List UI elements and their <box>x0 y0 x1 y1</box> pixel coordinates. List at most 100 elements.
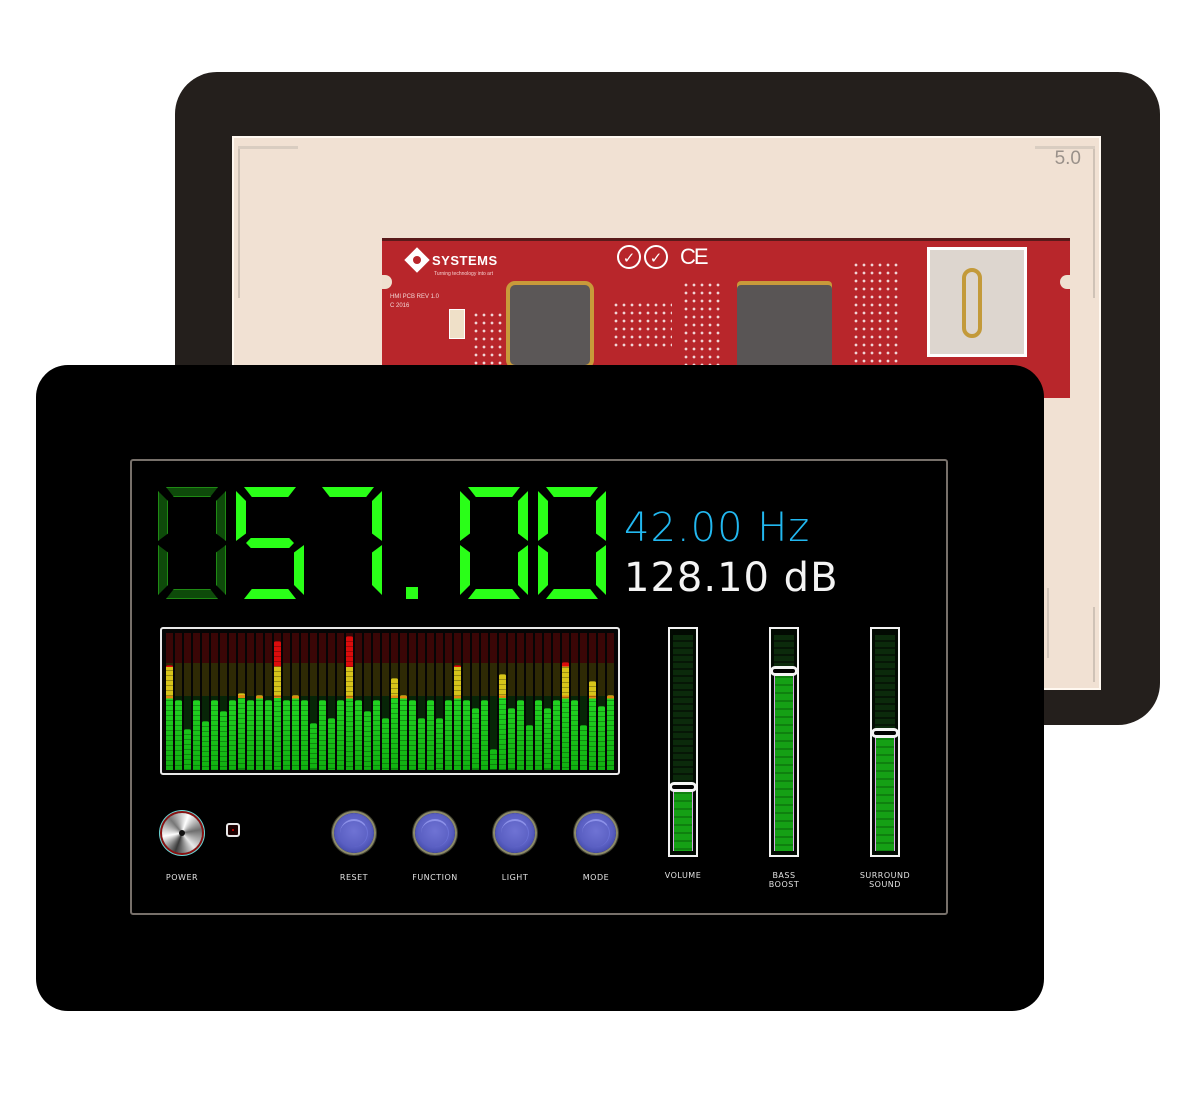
seven-segment-counter <box>158 479 616 599</box>
reset-label: RESET <box>339 873 369 882</box>
spectrum-bar <box>571 633 578 770</box>
spectrum-bar <box>535 633 542 770</box>
spectrum-bar-level <box>517 700 524 770</box>
spectrum-bar-level <box>436 717 443 770</box>
spectrum-bar-level <box>409 700 416 770</box>
brand-diamond-icon <box>404 247 430 273</box>
slider-thumb[interactable] <box>871 728 899 738</box>
spectrum-bar-level <box>571 700 578 770</box>
spectrum-bar <box>445 633 452 770</box>
spectrum-bar <box>355 633 362 770</box>
housing-clip <box>238 148 246 298</box>
mode-button[interactable] <box>576 813 616 853</box>
spectrum-bar-level <box>175 700 182 770</box>
spectrum-bar <box>436 633 443 770</box>
certification-marks: ✓ ✓ <box>617 245 668 269</box>
spectrum-bar-level <box>472 708 479 770</box>
spectrum-bar <box>400 633 407 770</box>
version-label: 5.0 <box>1054 148 1081 169</box>
spectrum-bar-level <box>247 700 254 770</box>
counter-digit <box>314 487 382 599</box>
housing-clip <box>1035 146 1095 149</box>
housing-clip <box>1089 607 1095 682</box>
spectrum-bar <box>193 633 200 770</box>
smd-pads <box>612 301 672 351</box>
spectrum-bar <box>184 633 191 770</box>
check-cert-icon: ✓ <box>617 245 641 269</box>
power-label: POWER <box>165 873 199 882</box>
spectrum-bar <box>373 633 380 770</box>
decimal-point <box>406 587 418 599</box>
counter-digit <box>236 487 304 599</box>
reset-button[interactable] <box>334 813 374 853</box>
spectrum-bar-level <box>337 700 344 770</box>
spectrum-bar <box>589 633 596 770</box>
spectrum-bar-level <box>400 694 407 770</box>
spectrum-bar-level <box>355 700 362 770</box>
surround-sound-slider[interactable] <box>870 627 900 857</box>
spectrum-bar-level <box>544 708 551 770</box>
spectrum-bar-level <box>607 694 614 770</box>
brand-logo: SYSTEMS <box>404 247 498 273</box>
spectrum-bar-level <box>229 700 236 770</box>
slider-fill <box>673 786 693 851</box>
spectrum-bar <box>292 633 299 770</box>
spectrum-bar-level <box>454 664 461 770</box>
spectrum-bar <box>580 633 587 770</box>
spectrum-bar-level <box>265 700 272 770</box>
spectrum-bar <box>202 633 209 770</box>
brand-name: SYSTEMS <box>432 252 498 268</box>
spectrum-bar-level <box>499 674 506 770</box>
spectrum-bar <box>526 633 533 770</box>
spectrum-bar <box>274 633 281 770</box>
light-button[interactable] <box>495 813 535 853</box>
bass-boost-slider[interactable] <box>769 627 799 857</box>
spectrum-bar <box>337 633 344 770</box>
spectrum-bar-level <box>427 700 434 770</box>
spectrum-bar-level <box>580 724 587 770</box>
spectrum-bar <box>463 633 470 770</box>
smd-pads <box>852 261 902 371</box>
spectrum-bar <box>328 633 335 770</box>
spectrum-bar-level <box>166 664 173 770</box>
spectrum-bar <box>490 633 497 770</box>
spectrum-bar <box>472 633 479 770</box>
spectrum-bar-level <box>193 700 200 770</box>
spectrum-bar-level <box>283 700 290 770</box>
spectrum-bar <box>409 633 416 770</box>
spectrum-bar <box>427 633 434 770</box>
spectrum-bar-level <box>589 680 596 770</box>
spectrum-bar-level <box>256 694 263 770</box>
frequency-readout: 42.00 Hz <box>624 505 811 551</box>
connector <box>449 309 465 339</box>
volume-slider[interactable] <box>668 627 698 857</box>
spectrum-bar-level <box>211 700 218 770</box>
sd-card-slot <box>927 247 1027 357</box>
spectrum-bar <box>166 633 173 770</box>
spectrum-bar-level <box>445 700 452 770</box>
spectrum-bar-level <box>202 720 209 770</box>
spectrum-bar <box>319 633 326 770</box>
spectrum-bar <box>283 633 290 770</box>
device-front: 42.00 Hz 128.10 dB VOLUME BASS BOOST <box>36 365 1044 1011</box>
level-readout: 128.10 dB <box>624 555 839 601</box>
board-notch <box>382 275 392 289</box>
spectrum-bar-level <box>184 728 191 770</box>
spectrum-bars <box>166 633 614 770</box>
slider-thumb[interactable] <box>770 666 798 676</box>
light-label: LIGHT <box>501 873 529 882</box>
spectrum-bar-level <box>526 724 533 770</box>
bass-boost-label: BASS BOOST <box>768 871 800 889</box>
check-cert-icon: ✓ <box>644 245 668 269</box>
slider-thumb[interactable] <box>669 782 697 792</box>
spectrum-bar <box>301 633 308 770</box>
housing-clip <box>1043 588 1049 658</box>
spectrum-bar <box>562 633 569 770</box>
spectrum-bar-level <box>535 700 542 770</box>
spectrum-bar-level <box>220 711 227 770</box>
ce-mark-icon: CE <box>680 244 709 269</box>
slider-fill <box>875 732 895 851</box>
slider-fill <box>774 670 794 851</box>
function-button[interactable] <box>415 813 455 853</box>
power-button[interactable] <box>162 813 202 853</box>
